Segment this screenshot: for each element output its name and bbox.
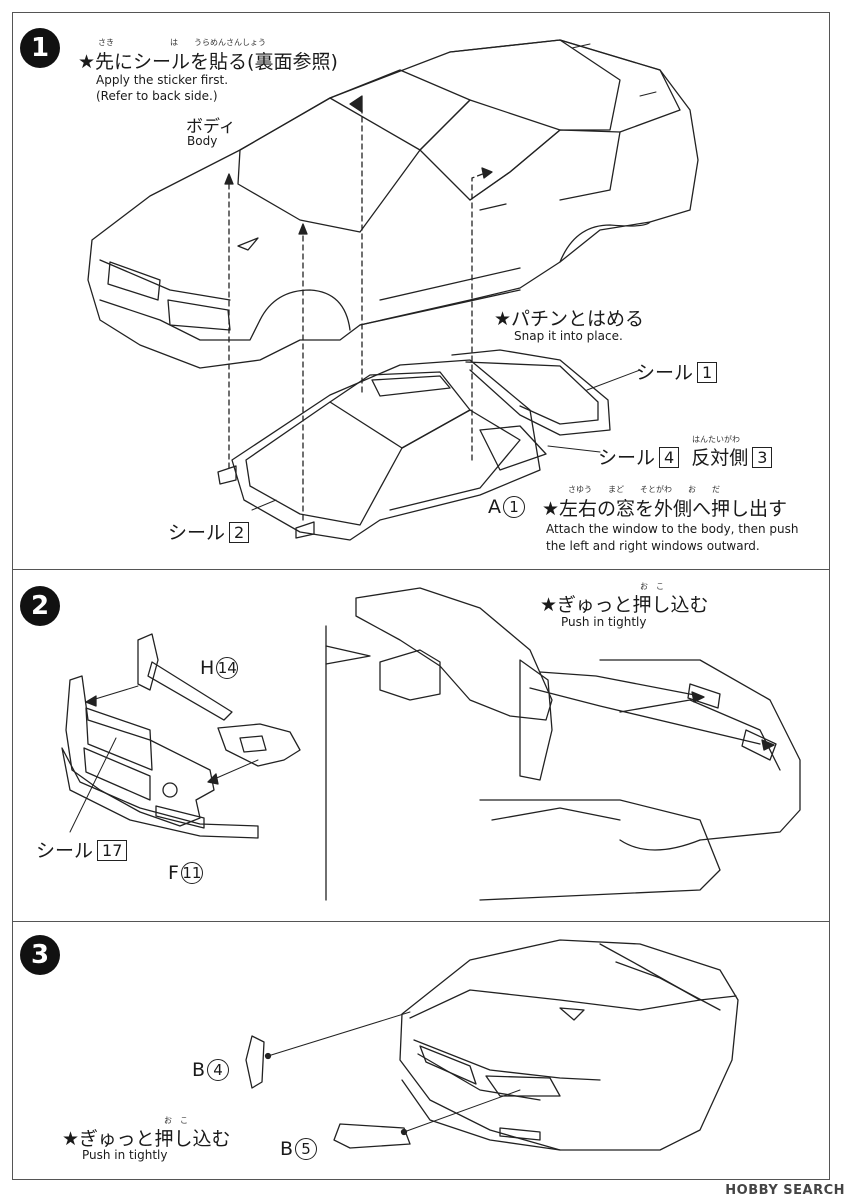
windows-instruction-en-1: Attach the window to the body, then push [546,522,799,536]
part-h-number: 14 [216,657,239,679]
instruction-page [12,12,830,1180]
step-2-push-en: Push in tightly [561,615,647,629]
step-3-push-en: Push in tightly [82,1148,168,1162]
step-1-leader-lines [251,369,641,511]
part-b4-letter: B [192,1059,206,1081]
step-1-ruby: さき は うらめんさんしょう [98,38,266,47]
step-2-bay-arrowheads [691,691,775,751]
opposite-label: 反対側 [691,447,749,469]
opposite-number: 3 [752,447,773,468]
step-3-push-jp: ★ぎゅっと押し込む [62,1128,231,1150]
part-h-letter: H [200,657,215,679]
windows-instruction-en-2: the left and right windows outward. [546,539,760,553]
seal-4-label: シール [598,447,656,469]
step-1-instruction-en-1: Apply the sticker first. [96,73,229,87]
part-a-letter: A [488,496,501,518]
seal-1-number: 1 [697,362,718,383]
part-f-letter: F [168,862,179,884]
seal-2-number: 2 [229,522,250,543]
opposite-ruby: はんたいがわ [692,435,740,444]
windows-instruction-jp: ★左右の窓を外側へ押し出す [542,498,788,520]
windows-ruby: さゆう まど そとがわ お だ [568,485,720,494]
step-3-leader-lines [267,1011,521,1133]
body-label-jp: ボディ [186,117,236,137]
step-2-grille-arrowheads [85,695,219,785]
step-divider-1 [12,569,830,570]
step-2-number: 2 [20,586,60,626]
part-a-number: 1 [503,496,525,518]
step-1-instruction-en-2: (Refer to back side.) [96,89,218,103]
engine-bay-drawing [325,587,801,901]
step-3-arrowheads [264,1052,408,1136]
step-2-push-jp: ★ぎゅっと押し込む [540,594,709,616]
step-2-grille-guides [69,685,259,833]
step-2-push-ruby: お こ [640,582,664,591]
seal-2-label: シール [168,522,226,544]
watermark: HOBBY SEARCH [725,1183,845,1198]
part-f-number: 11 [180,862,203,884]
part-b5-number: 5 [295,1138,318,1160]
step-1-instruction-jp: ★先にシールを貼る(裏面参照) [78,51,338,73]
snap-label-jp: ★パチンとはめる [494,308,645,330]
step-1-arrowheads [224,95,493,235]
seal-1-label: シール [636,362,694,384]
grille-drawing [61,633,301,839]
step-1-number: 1 [20,28,60,68]
window-glass-drawing [217,349,611,541]
seal-17-label: シール [36,840,94,862]
step-3-push-ruby: お こ [164,1116,188,1125]
seal-17-number: 17 [97,840,128,861]
step-divider-2 [12,921,830,922]
step-1-guide-lines [228,109,489,521]
part-b5-letter: B [280,1138,294,1160]
snap-label-en: Snap it into place. [514,329,623,343]
car-body-drawing [87,39,699,369]
body-label-en: Body [187,134,218,148]
seal-4-number: 4 [659,447,680,468]
part-b4-number: 4 [207,1059,230,1081]
front-end-drawing [245,939,739,1151]
step-3-number: 3 [20,935,60,975]
